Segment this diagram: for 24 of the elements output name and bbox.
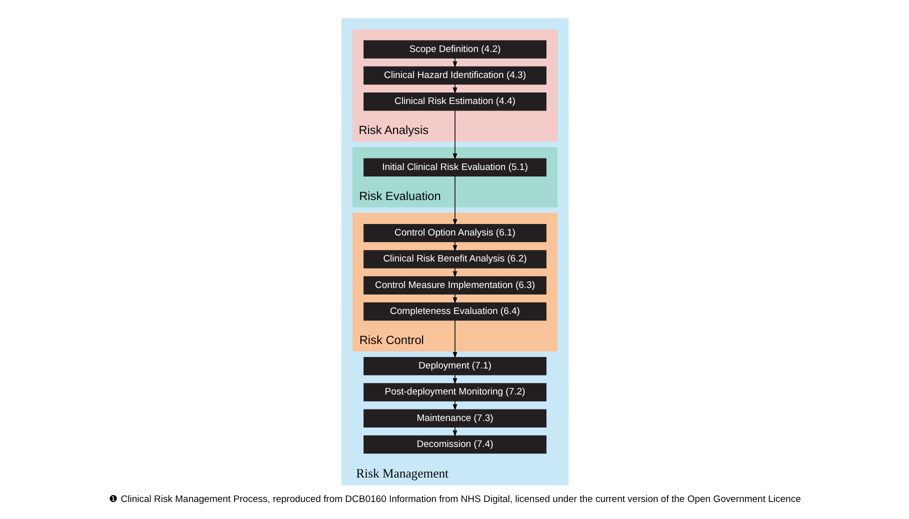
node-box: Post-deployment Monitoring (7.2) — [363, 382, 546, 401]
node-box: Initial Clinical Risk Evaluation (5.1) — [363, 158, 546, 176]
arrow — [452, 83, 457, 94]
node-box: Decomission (7.4) — [363, 434, 546, 454]
arrow — [452, 426, 457, 436]
arrow — [452, 241, 457, 251]
arrow — [452, 319, 457, 358]
node-box: Control Measure Implementation (6.3) — [363, 276, 546, 294]
node-box: Clinical Hazard Identification (4.3) — [363, 66, 546, 84]
arrow — [452, 400, 457, 410]
node-box: Scope Definition (4.2) — [363, 40, 546, 58]
node-box: Completeness Evaluation (6.4) — [363, 302, 546, 320]
arrow — [452, 110, 457, 160]
arrow — [452, 267, 457, 278]
arrow — [452, 57, 457, 68]
arrow — [452, 374, 457, 384]
node-box: Control Option Analysis (6.1) — [363, 223, 546, 242]
node-box: Clinical Risk Estimation (4.4) — [363, 92, 546, 110]
node-box: Maintenance (7.3) — [363, 408, 546, 427]
arrow — [452, 175, 457, 225]
node-box: Deployment (7.1) — [363, 356, 546, 375]
arrow — [452, 293, 457, 304]
caption: ❶ Clinical Risk Management Process, reproduced from DCB0160 Information from NHS Digital, licensed under the current version of the Open Government Licence — [108, 493, 800, 504]
node-box: Clinical Risk Benefit Analysis (6.2) — [363, 250, 546, 268]
